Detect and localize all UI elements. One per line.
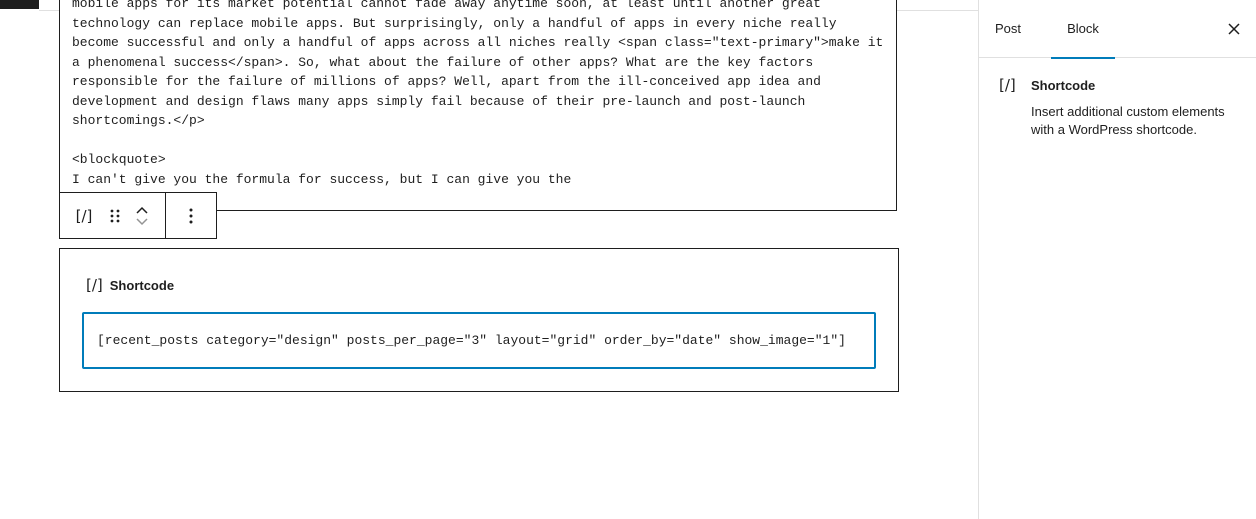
- shortcode-block-type-button[interactable]: [/]: [60, 193, 108, 238]
- custom-html-block[interactable]: mobile apps for its market potential can…: [59, 0, 897, 211]
- html-line: shortcomings.</p>: [72, 113, 205, 128]
- drag-handle[interactable]: [108, 193, 122, 238]
- shortcode-icon: [/]: [86, 276, 103, 294]
- shortcode-input[interactable]: [recent_posts category="design" posts_pe…: [82, 312, 876, 369]
- shortcode-block-label: [/] Shortcode: [86, 276, 174, 294]
- shortcode-icon: [/]: [999, 76, 1016, 94]
- shortcode-label-text: Shortcode: [109, 277, 175, 293]
- block-card-title: Shortcode: [1031, 78, 1096, 93]
- block-card-description: Insert additional custom elements with a…: [1031, 104, 1225, 137]
- tab-block[interactable]: Block: [1051, 0, 1116, 59]
- move-down-icon[interactable]: [135, 216, 149, 228]
- shortcode-icon: [/]: [75, 206, 93, 225]
- settings-sidebar: Post Block [/] Shortcode Insert addition…: [978, 0, 1256, 519]
- sidebar-tabs: Post Block: [979, 0, 1256, 59]
- html-line: <blockquote>: [72, 152, 166, 167]
- html-code-textarea[interactable]: mobile apps for its market potential can…: [72, 0, 892, 189]
- tab-post[interactable]: Post: [995, 21, 1022, 36]
- html-line: I can't give you the formula for success…: [72, 171, 572, 187]
- html-line: development and design flaws many apps s…: [72, 93, 806, 109]
- editor-canvas: mobile apps for its market potential can…: [59, 0, 899, 392]
- html-line: technology can replace mobile apps. But …: [72, 15, 837, 31]
- block-toolbar-main-group: [/]: [60, 193, 166, 238]
- html-line: responsible for the failure of millions …: [72, 74, 821, 89]
- html-line: a phenomenal success</span>. So, what ab…: [72, 54, 814, 70]
- move-up-icon[interactable]: [135, 204, 149, 216]
- close-icon[interactable]: [1226, 21, 1242, 37]
- more-options-button[interactable]: [166, 193, 216, 238]
- vertical-ellipsis-icon: [189, 208, 193, 223]
- block-mover: [122, 193, 162, 238]
- drag-handle-icon: [110, 209, 120, 222]
- top-left-corner: [0, 0, 39, 9]
- html-line: mobile apps for its market potential can…: [72, 0, 821, 11]
- html-line: become successful and only a handful of …: [72, 35, 884, 50]
- block-toolbar-options-group: [166, 193, 216, 238]
- block-toolbar: [/]: [59, 192, 217, 239]
- shortcode-block[interactable]: [/] Shortcode [recent_posts category="de…: [59, 248, 899, 392]
